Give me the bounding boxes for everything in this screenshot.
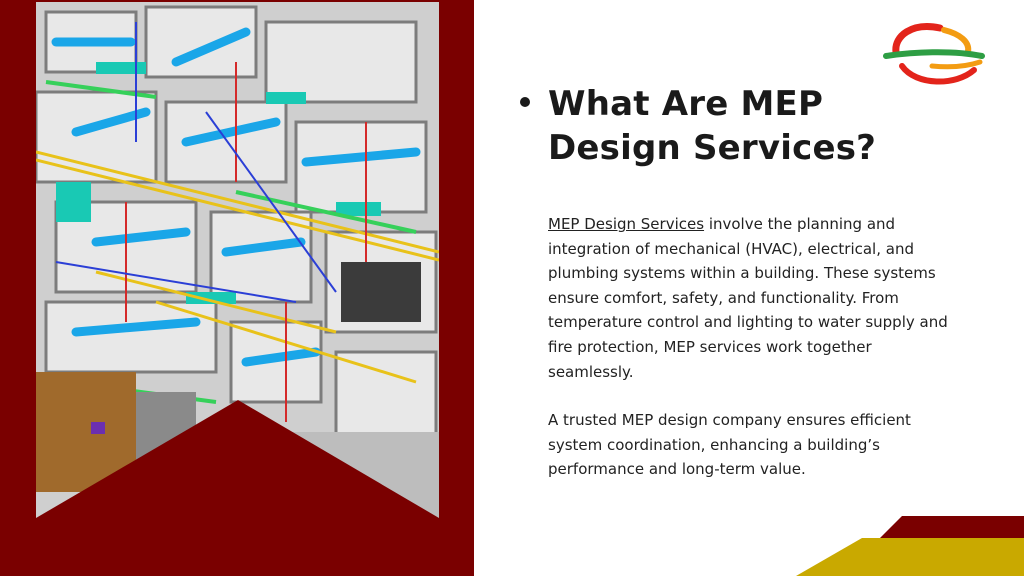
company-logo-icon [883, 23, 985, 85]
title-line-1: What Are MEP [548, 84, 824, 124]
paragraph-1-text: involve the planning and integration of … [548, 215, 948, 381]
title-line-2: Design Services? [548, 128, 877, 168]
left-panel [0, 0, 474, 576]
paragraph-2: A trusted MEP design company ensures eff… [548, 411, 911, 479]
bullet-dot-icon [520, 97, 530, 107]
mep-bim-image [36, 2, 439, 518]
paragraph-1: MEP Design Services involve the planning… [548, 212, 958, 384]
mep-design-services-link[interactable]: MEP Design Services [548, 215, 705, 233]
corner-accent [796, 516, 1024, 576]
body-text: MEP Design Services involve the planning… [548, 212, 958, 482]
